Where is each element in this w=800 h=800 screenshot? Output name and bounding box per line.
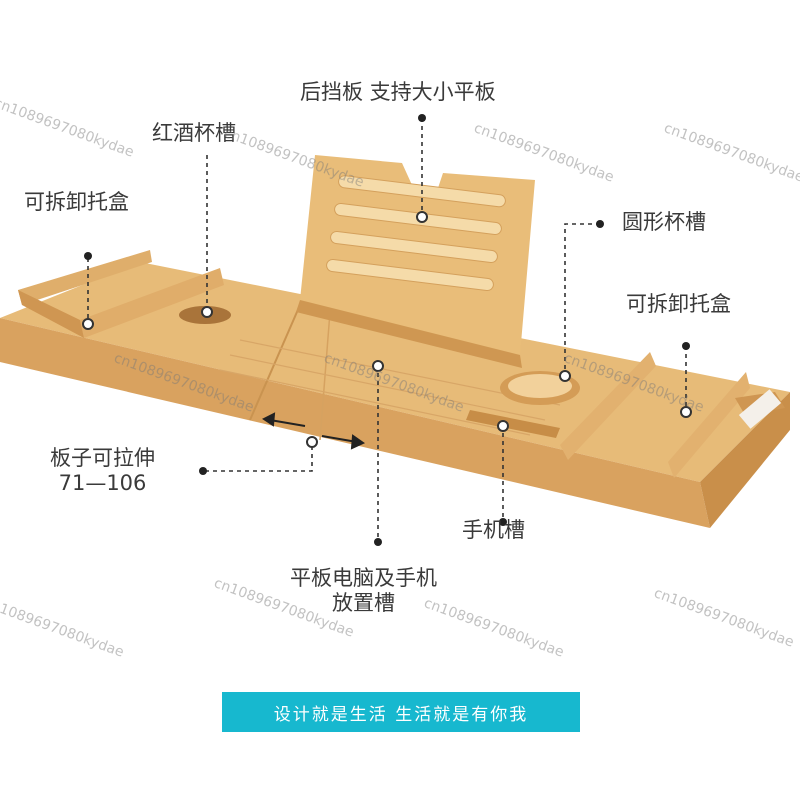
marker-right-tray-end [680,406,692,418]
caddy-board-end [700,392,790,528]
label-extendable: 板子可拉伸 71—106 [50,446,155,496]
marker-right-tray [682,342,690,350]
marker-left-tray-end [82,318,94,330]
label-phone-slot: 手机槽 [462,518,525,542]
label-wine-glass-slot: 红酒杯槽 [152,121,236,145]
label-extendable-line2: 71—106 [58,471,147,496]
marker-back-panel-end [416,211,428,223]
label-tablet-slot-line1: 平板电脑及手机 [290,566,437,590]
left-tray-wall-front [80,268,224,338]
callout-lines [87,118,687,540]
marker-extendable [199,467,207,475]
back-panel [300,155,535,355]
label-tablet-slot: 平板电脑及手机 放置槽 [290,566,437,616]
back-panel-edge [296,300,522,368]
marker-back-panel [418,114,426,122]
label-removable-tray-left: 可拆卸托盒 [24,190,129,214]
marker-extendable-end [306,436,318,448]
marker-tablet-slot [372,360,384,372]
label-tablet-slot-line2: 放置槽 [332,591,395,616]
phone-slot-groove [466,410,560,438]
right-tray-wall-left [560,352,656,460]
slogan-banner: 设计就是生活 生活就是有你我 [222,692,580,732]
label-back-panel: 后挡板 支持大小平板 [300,80,496,104]
label-round-cup-slot: 圆形杯槽 [622,210,706,234]
marker-phone-slot-end [499,518,507,526]
marker-tablet-slot-end [374,538,382,546]
marker-phone-slot [497,420,509,432]
label-extendable-line1: 板子可拉伸 [50,446,155,470]
marker-wine-slot [201,306,213,318]
left-tray-wall-side [18,290,84,338]
right-tray-wall-right [668,372,750,478]
stretch-arrows [262,412,366,450]
marker-round-cup [596,220,604,228]
label-removable-tray-right: 可拆卸托盒 [626,292,731,316]
marker-left-tray [84,252,92,260]
marker-round-cup-end [559,370,571,382]
caddy-board-front [0,318,710,528]
left-tray-wall-back [18,250,152,305]
